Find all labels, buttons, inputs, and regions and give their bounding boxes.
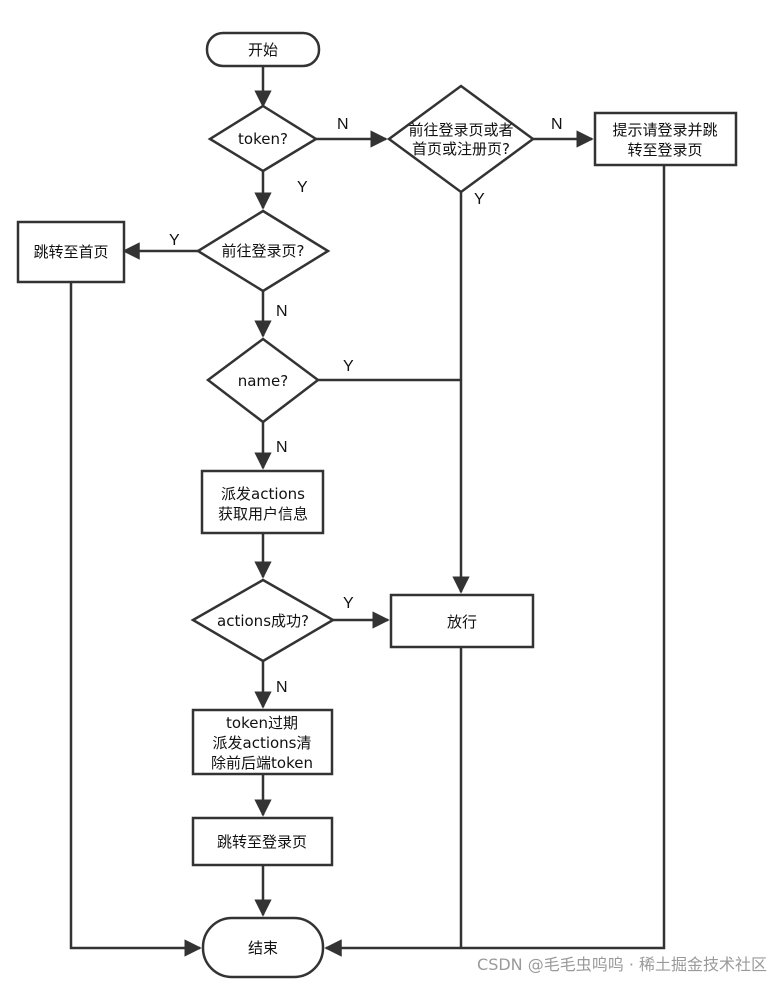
node-start-label: 开始 (248, 41, 278, 59)
edge-label-login-home-yes: Y (474, 191, 485, 208)
node-to-login-check: 前往登录页? (195, 209, 331, 293)
node-allow-label: 放行 (447, 613, 477, 631)
node-name-check-label: name? (238, 372, 289, 390)
node-goto-login-label: 跳转至登录页 (217, 833, 307, 851)
node-prompt-login-label-1: 提示请登录并跳 (612, 121, 717, 139)
edge-label-token-no: N (337, 116, 349, 133)
node-login-or-home-check-label-1: 前往登录页或者 (408, 121, 513, 139)
watermark-text: CSDN @毛毛虫呜呜 · 稀土掘金技术社区 (477, 955, 767, 974)
edge-label-name-no: N (276, 439, 288, 456)
node-goto-home: 跳转至首页 (16, 220, 126, 284)
edge-label-to-login-yes: Y (169, 232, 180, 249)
node-start: 开始 (205, 31, 321, 68)
edge-label-token-yes: Y (297, 179, 308, 196)
edge-labels: N N Y Y Y N Y N Y N (169, 116, 563, 696)
edge-prompt-to-end (324, 165, 666, 957)
edge-label-success-yes: Y (343, 595, 354, 612)
node-token-expired: token过期 派发actions清 除前后端token (191, 708, 334, 776)
node-name-check: name? (205, 337, 321, 424)
edge-label-login-home-no: N (551, 116, 563, 133)
node-dispatch-userinfo-label-1: 派发actions (221, 485, 305, 503)
node-token-expired-label-3: 除前后端token (211, 754, 313, 772)
node-login-or-home-check-label-2: 首页或注册页? (412, 140, 510, 158)
node-end: 结束 (201, 916, 325, 979)
edges (69, 66, 666, 957)
node-login-or-home-check: 前往登录页或者 首页或注册页? (386, 84, 536, 194)
edge-label-name-yes: Y (343, 358, 354, 375)
node-token-check: token? (207, 104, 319, 173)
node-prompt-login-label-2: 转至登录页 (627, 141, 702, 159)
node-to-login-check-label: 前往登录页? (222, 242, 305, 260)
node-prompt-login: 提示请登录并跳 转至登录页 (593, 111, 738, 167)
node-dispatch-userinfo: 派发actions 获取用户信息 (200, 469, 325, 535)
node-goto-home-label: 跳转至首页 (33, 243, 108, 261)
node-dispatch-userinfo-label-2: 获取用户信息 (218, 505, 308, 523)
node-allow: 放行 (389, 593, 535, 649)
node-actions-success-check-label: actions成功? (217, 612, 309, 630)
node-token-check-label: token? (238, 130, 288, 148)
node-actions-success-check: actions成功? (190, 578, 336, 663)
node-end-label: 结束 (248, 939, 278, 957)
node-token-expired-label-2: 派发actions清 (213, 734, 312, 752)
node-token-expired-label-1: token过期 (226, 714, 298, 732)
node-goto-login: 跳转至登录页 (191, 816, 334, 867)
edge-home-to-end (69, 282, 202, 957)
edge-label-to-login-no: N (276, 303, 288, 320)
edge-label-success-no: N (276, 679, 288, 696)
